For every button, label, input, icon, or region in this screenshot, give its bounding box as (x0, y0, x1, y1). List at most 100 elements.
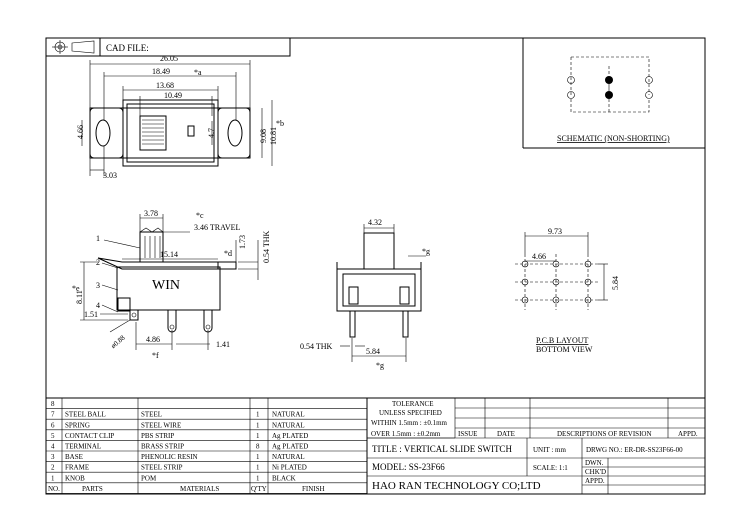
dim-5-84: 5.84 (366, 347, 380, 356)
parts-row-qty: 1 (256, 411, 260, 419)
dim-1-51: 1.51 (84, 310, 98, 319)
mark-e: *e (72, 284, 80, 293)
parts-header-qty: Q'TY (251, 485, 267, 493)
dim-4-66-pcb: 4.66 (532, 252, 546, 261)
dim-10-81: 10.81 (269, 127, 278, 145)
callout-1: 1 (96, 234, 100, 243)
dim-9-08: 9.08 (259, 129, 268, 143)
dim-26-05: 26.05 (160, 54, 178, 63)
parts-row-part: TERMINAL (65, 443, 101, 451)
terminal-open-icon (645, 91, 653, 99)
parts-row-no: 7 (51, 411, 55, 419)
parts-row-qty: 1 (256, 474, 260, 482)
parts-row-finish: BLACK (272, 474, 296, 482)
parts-row-qty: 1 (256, 432, 260, 440)
tolerance-within: WITHIN 1.5mm : ±0.1mm (371, 419, 448, 427)
brand-mark: WIN (152, 278, 180, 293)
drawing-title: TITLE : VERTICAL SLIDE SWITCH (372, 444, 512, 454)
parts-row-no: 2 (51, 464, 55, 472)
parts-row-no: 8 (51, 400, 55, 408)
parts-row-material: STEEL WIRE (141, 421, 181, 429)
parts-row-no: 3 (51, 453, 55, 461)
dim-8-11: 8.11 (75, 290, 84, 304)
terminal-open-icon (645, 76, 653, 84)
parts-row-qty: 8 (256, 443, 260, 451)
pcb-layout: 9.73 4.66 5.84 P.C.B LAYOUT BOTTOM VIEW (515, 227, 620, 354)
parts-row-part: BASE (65, 453, 83, 461)
dim-4-7: 4.7 (207, 128, 216, 138)
dim-3-78: 3.78 (144, 209, 158, 218)
top-view: 26.05 18.49 *a 13.68 10.49 4.66 4.7 9.08… (76, 54, 284, 180)
parts-row-qty: 1 (256, 464, 260, 472)
revision-header: DESCRIPTIONS OF REVISION (557, 430, 652, 438)
date-header: DATE (497, 430, 515, 438)
appd-header: APPD. (678, 430, 698, 438)
cad-file-label: CAD FILE: (106, 43, 149, 53)
parts-row-material: POM (141, 474, 157, 482)
projection-cone-icon (71, 40, 95, 54)
appd-label: APPD. (585, 477, 605, 485)
tolerance-subtitle: UNLESS SPECIFIED (379, 409, 442, 417)
parts-row-finish: Ag PLATED (272, 443, 308, 451)
terminal-open-icon (567, 76, 575, 84)
callout-4: 4 (96, 301, 100, 310)
parts-row-material: PBS STRIP (141, 432, 174, 440)
parts-header-no: NO. (48, 485, 60, 493)
parts-row-material: STEEL (141, 411, 162, 419)
schematic: SCHEMATIC (NON-SHORTING) (522, 38, 705, 149)
callout-2: 2 (96, 258, 100, 267)
mark-g-top: *g (422, 247, 430, 256)
dim-9-73: 9.73 (548, 227, 562, 236)
title-block: TOLERANCE UNLESS SPECIFIED WITHIN 1.5mm … (366, 398, 705, 494)
pcb-caption-2: BOTTOM VIEW (536, 345, 593, 354)
dim-dia-0-88: ø0.88 (109, 333, 127, 350)
callout-3: 3 (96, 281, 100, 290)
tolerance-over: OVER 1.5mm : ±0.2mm (371, 430, 441, 438)
dim-1-41: 1.41 (216, 340, 230, 349)
pcb-caption-1: P.C.B LAYOUT (536, 336, 588, 345)
mark-g-bottom: *g (376, 361, 384, 370)
model-number: MODEL: SS-23F66 (372, 462, 445, 472)
side-view: WIN 3.78 *c 3.46 TRAVEL 15.14 *d 1.73 0.… (72, 209, 271, 360)
parts-header-parts: PARTS (82, 485, 103, 493)
dim-0-54-thk: 0.54 THK (262, 230, 271, 263)
dim-4-32: 4.32 (368, 218, 382, 227)
parts-row-finish: NATURAL (272, 453, 305, 461)
mark-b: *b (276, 119, 284, 128)
dim-5-84-pcb: 5.84 (611, 276, 620, 290)
scale-label: SCALE: 1:1 (533, 464, 568, 472)
dim-15-14: 15.14 (160, 250, 178, 259)
parts-row-no: 4 (51, 443, 55, 451)
parts-row-no: 1 (51, 474, 55, 482)
dim-13-68: 13.68 (156, 81, 174, 90)
mark-d: *d (224, 249, 232, 258)
drawing-number: DRWG NO.: ER-DR-SS23F66-00 (586, 446, 683, 454)
terminal-common-icon (605, 91, 613, 99)
parts-row-material: PHENOLIC RESIN (141, 453, 198, 461)
parts-header-materials: MATERIALS (180, 485, 219, 493)
parts-row-finish: Ag PLATED (272, 432, 308, 440)
parts-row-qty: 1 (256, 453, 260, 461)
terminal-open-icon (567, 91, 575, 99)
dim-18-49: 18.49 (152, 67, 170, 76)
cad-header: CAD FILE: (45, 37, 291, 57)
drawing-border (45, 37, 706, 495)
dwn-label: DWN. (585, 459, 604, 467)
terminal-common-icon (605, 76, 613, 84)
parts-row-no: 5 (51, 432, 55, 440)
dim-4-66: 4.66 (76, 125, 85, 139)
dim-3-03: 3.03 (103, 171, 117, 180)
parts-header-finish: FINISH (302, 485, 325, 493)
end-view: 4.32 5.84 0.54 THK *g *g (300, 218, 430, 370)
dim-1-73: 1.73 (238, 235, 247, 249)
parts-row-no: 6 (51, 421, 55, 429)
parts-row-finish: NATURAL (272, 411, 305, 419)
dim-travel: 3.46 TRAVEL (194, 223, 240, 232)
parts-row-part: FRAME (65, 464, 89, 472)
schematic-caption: SCHEMATIC (NON-SHORTING) (557, 134, 670, 143)
company-name: HAO RAN TECHNOLOGY CO;LTD (372, 480, 541, 492)
dim-0-54-thk-end: 0.54 THK (300, 342, 333, 351)
parts-row-finish: NATURAL (272, 421, 305, 429)
dim-4-86: 4.86 (146, 335, 160, 344)
